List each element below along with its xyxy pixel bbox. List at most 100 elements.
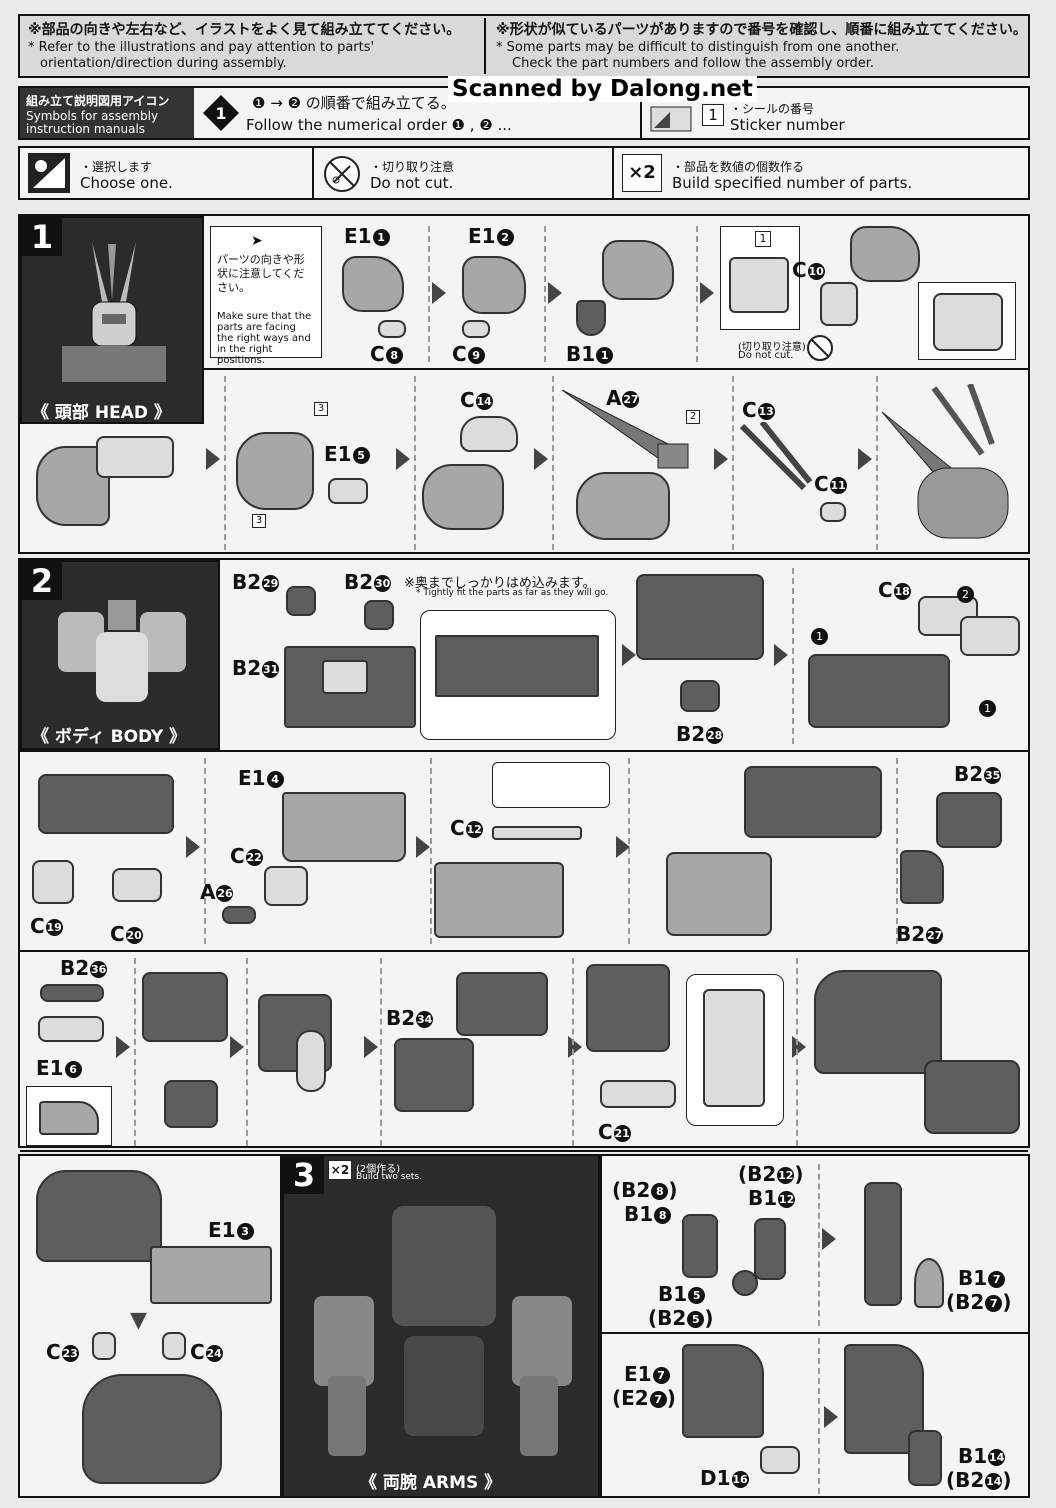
step1-sep-3	[696, 226, 698, 362]
svg-text:1: 1	[215, 104, 226, 123]
step1-part-head-shell	[602, 240, 674, 300]
arms-illustration	[314, 1206, 572, 1456]
step3-arms-panel: 《 両腕 ARMS 》	[282, 1154, 600, 1498]
step2-arrow-2	[774, 644, 788, 666]
step2-down-arrow-icon: ▼	[130, 1308, 147, 1333]
step1-arrow-7	[714, 448, 728, 470]
header-divider	[484, 18, 486, 74]
step1-part-c10	[820, 282, 858, 326]
step1-arrow-2	[548, 282, 562, 304]
legend-title-box: 組み立て説明図用アイコン Symbols for assembly instru…	[20, 88, 194, 138]
step3-section-label: 《 両腕 ARMS 》	[360, 1473, 502, 1493]
step2-part-c18b	[960, 616, 1020, 656]
step2-sep-c2	[246, 958, 248, 1146]
step2-part-b2-35	[936, 792, 1002, 848]
step2-order-badge-2: 2	[956, 584, 974, 603]
sticker-icon	[650, 106, 692, 132]
step1-part-face-sticker	[729, 257, 789, 313]
step2-number: 2	[22, 562, 62, 600]
step2-arrow-4	[416, 836, 430, 858]
step1-part-e1-1	[342, 256, 404, 312]
step3-part-b1-5	[732, 1270, 758, 1296]
step1-section: 《 頭部 HEAD 》 1 ➤ パーツの向きや形状に注意してください。 Make…	[18, 214, 1030, 554]
step2-part-c12	[492, 826, 582, 840]
step2-part-rowC-block5	[586, 964, 670, 1052]
step2-part-rowB-skirt2	[666, 852, 772, 936]
step3-part-b1-14	[908, 1430, 942, 1486]
step1-part-row2-head2	[422, 464, 504, 530]
legend-divider-2	[312, 148, 314, 198]
step3-multi-jp: (2個作る)	[356, 1164, 401, 1175]
step3-part-b1-8	[682, 1214, 718, 1278]
step2-part-chest-top	[36, 1170, 162, 1262]
step1-detail-box	[918, 282, 1016, 360]
step1-sticker-2: 2	[686, 410, 700, 424]
header-left-en1: * Refer to the illustrations and pay att…	[28, 40, 375, 55]
step1-nocut-icon	[807, 335, 833, 361]
header-right-jp: ※形状が似ているパーツがありますので番号を確認し、順番に組み立ててください。	[496, 22, 1027, 38]
step2-part-rowB-torso	[38, 774, 174, 834]
step2-rowB-line	[20, 950, 1028, 952]
step2-part-e1-4	[282, 792, 406, 862]
step2-note-en: * Tightly fit the parts as far as they w…	[416, 588, 609, 598]
nocut-en: Do not cut.	[370, 174, 454, 192]
step1-sep-6	[552, 376, 554, 550]
step2-part-b2-27	[900, 850, 944, 904]
header-right-en1: * Some parts may be difficult to disting…	[496, 40, 900, 55]
step2-part-c19	[32, 860, 74, 904]
step3-row-line	[602, 1332, 1028, 1334]
multi-icon: ×2	[622, 154, 662, 192]
step2-part-rowC-final	[814, 970, 942, 1074]
step2-sep-b2	[430, 758, 432, 944]
step3-part-d1-16	[760, 1446, 800, 1474]
step1-note-box: ➤ パーツの向きや形状に注意してください。 Make sure that the…	[210, 226, 322, 366]
step1-number: 1	[22, 218, 62, 256]
step1-arrow-1	[432, 282, 446, 304]
step2-part-rowC-block1	[142, 972, 228, 1042]
multi-en: Build specified number of parts.	[672, 174, 913, 192]
step2-order-badge-1b: 1	[978, 698, 996, 717]
step2-arrow-8	[364, 1036, 378, 1058]
legend-row-2: ・選択します Choose one. ・切り取り注意 Do not cut. ×…	[18, 146, 1030, 200]
choose-jp: ・選択します	[80, 160, 153, 174]
step2-c21-detail	[686, 974, 784, 1126]
step2-part-b2-30	[364, 600, 394, 630]
step1-sep-4	[224, 376, 226, 550]
step1-arrow-4	[206, 448, 220, 470]
step1-note-arrow-icon: ➤	[251, 233, 263, 249]
step3-part-forearm	[682, 1344, 764, 1438]
header-bar: ※部品の向きや左右など、イラストをよく見て組み立ててください。 * Refer …	[18, 14, 1030, 78]
step2-arrow-9	[568, 1036, 582, 1058]
step1-part-row2-head3	[576, 472, 670, 540]
step1-sep-1	[428, 226, 430, 362]
step2-arrow-3	[186, 836, 200, 858]
legend-title-en1: Symbols for assembly	[26, 109, 159, 123]
step1-arrow-5	[396, 448, 410, 470]
step2-part-rowC-pin	[296, 1030, 326, 1092]
step2-sep-a	[792, 568, 794, 744]
header-left-jp: ※部品の向きや左右など、イラストをよく見て組み立ててください。	[28, 22, 461, 38]
step1-section-label: 《 頭部 HEAD 》	[32, 403, 171, 423]
step2-part-c21	[600, 1080, 676, 1108]
step1-part-c14	[460, 416, 518, 452]
